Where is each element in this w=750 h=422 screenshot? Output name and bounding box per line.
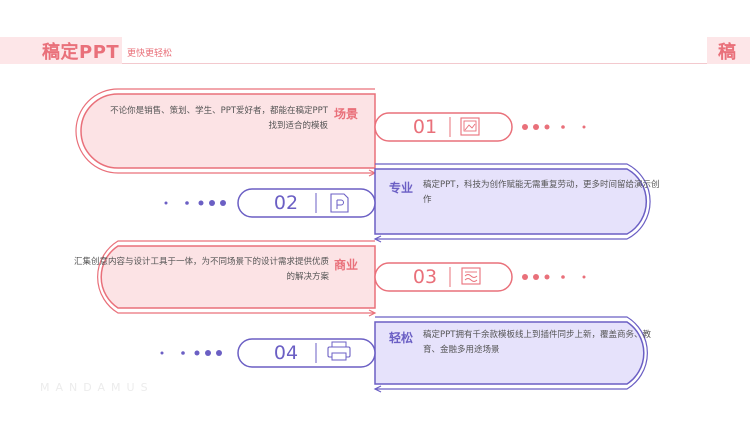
item-4-text: 稿定PPT拥有千余款模板线上到插件同步上新，覆盖商务、教育、金融多用途场景 <box>423 330 651 355</box>
item-3-number: 03 <box>412 266 438 288</box>
item-2-keyword: 专业 <box>389 181 414 195</box>
item-3-shape <box>97 240 586 317</box>
brand-title-right: 稿 <box>718 42 736 63</box>
item-2-dots <box>164 200 226 206</box>
item-3-dots <box>522 274 586 280</box>
item-2-text: 稿定PPT，科技为创作赋能无需重复劳动，更多时间留给演示创作 <box>423 180 660 205</box>
item-1-shape <box>75 88 586 177</box>
header-divider <box>122 63 707 64</box>
item-4-keyword: 轻松 <box>389 331 414 345</box>
picture-frame-icon <box>460 117 480 136</box>
item-1-keyword: 场景 <box>334 107 359 121</box>
brand-subtitle: 更快更轻松 <box>127 49 173 59</box>
item-4-number: 04 <box>273 342 299 364</box>
printer-icon <box>327 341 351 361</box>
item-1-dots <box>522 124 586 130</box>
brand-title: 稿定PPT <box>42 42 120 63</box>
item-2-number: 02 <box>273 192 299 214</box>
ppt-file-icon <box>330 193 349 213</box>
item-1-text: 不论你是销售、策划、学生、PPT爱好者，都能在稿定PPT找到适合的模板 <box>110 106 328 131</box>
certificate-icon <box>461 267 481 285</box>
item-1-number: 01 <box>412 116 438 138</box>
item-4-shape <box>160 316 648 393</box>
header-bar: 稿定PPT 更快更轻松 稿 <box>0 37 750 64</box>
header-band-left <box>0 37 122 64</box>
header-band-right <box>707 37 750 64</box>
item-4-dots <box>160 350 222 356</box>
watermark-text: MANDAMUS <box>40 381 154 394</box>
item-3-keyword: 商业 <box>334 258 359 272</box>
item-2-shape <box>164 163 651 243</box>
item-3-text: 汇集创意内容与设计工具于一体，为不同场景下的设计需求提供优质的解决方案 <box>74 257 330 282</box>
